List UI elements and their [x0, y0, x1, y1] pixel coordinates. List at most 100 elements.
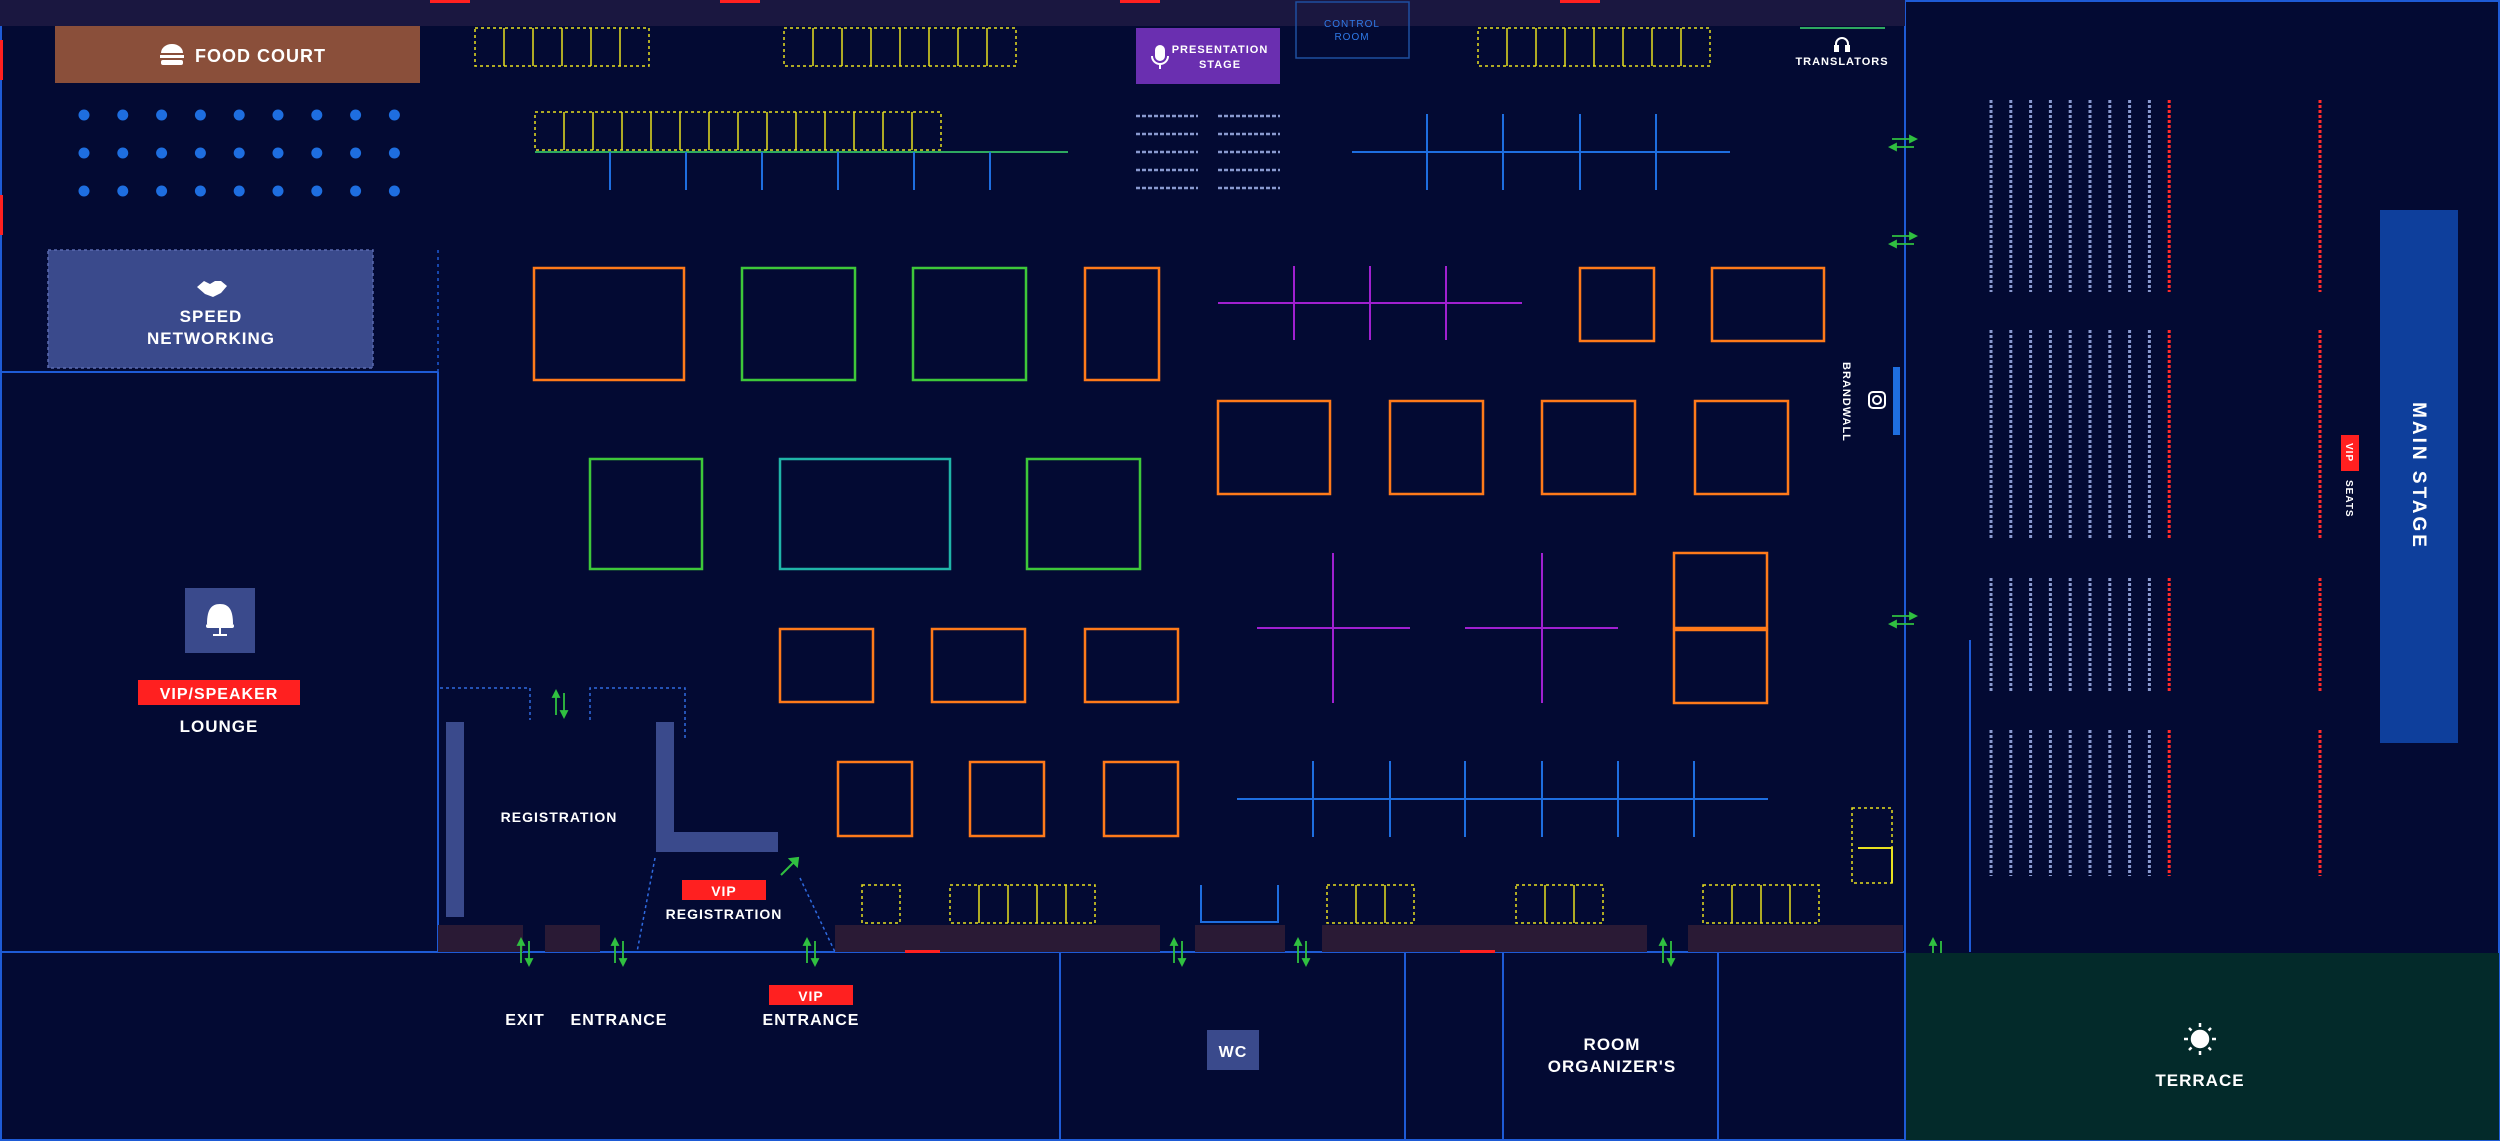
booth-dividers [1218, 114, 1768, 837]
terrace-label: TERRACE [2155, 1071, 2244, 1090]
food-court-table [388, 147, 400, 159]
vip-entrance-label: ENTRANCE [763, 1012, 860, 1029]
burger-icon [160, 44, 184, 65]
exhibition-booth [1710, 266, 1826, 343]
exhibition-booth [1672, 628, 1769, 705]
counters [474, 27, 1893, 924]
counter-side-edge [1858, 847, 1893, 883]
food-court-table [117, 147, 129, 159]
exhibition-booth [588, 457, 704, 571]
top-wall-strip [0, 0, 1905, 26]
food-court-table [156, 109, 168, 121]
counter-row [1515, 884, 1604, 924]
exhibition-booth [1025, 457, 1142, 571]
registration-walls [440, 687, 686, 738]
vip-speaker-badge [138, 680, 300, 705]
entrance-label: ENTRANCE [571, 1012, 668, 1029]
vip-registration-badge [682, 880, 766, 900]
exhibition-booth [1693, 399, 1790, 496]
counter-row [861, 884, 901, 924]
food-court-table [156, 185, 168, 197]
doors [516, 134, 1946, 968]
food-court-table [117, 109, 129, 121]
counter-row [949, 884, 1096, 924]
translators-label: TRANSLATORS [1795, 56, 1888, 68]
presentation-stage-label: PRESENTATION [1172, 44, 1269, 56]
double-arrow-icon [1293, 936, 1311, 968]
food-court-table [194, 109, 206, 121]
sun-icon [2184, 1023, 2216, 1055]
control-room-label: ROOM [1334, 32, 1369, 43]
vip-seats-badge-label: VIP [2343, 443, 2354, 462]
brandwall-label: BRANDWALL [1840, 362, 1852, 442]
exhibition-booth [1540, 399, 1637, 496]
food-court-table [117, 185, 129, 197]
vip-entrance-badge-label: VIP [798, 988, 824, 1004]
exhibition-booth [930, 627, 1027, 704]
microphone-icon [1151, 45, 1169, 69]
food-court-table [233, 109, 245, 121]
exhibition-booth [1672, 551, 1769, 630]
vip-registration-walls [636, 857, 836, 953]
main-stage-area [2380, 210, 2458, 743]
registration-desks [446, 722, 778, 917]
main-stage-label: MAIN STAGE [2408, 402, 2429, 550]
brandwall [1893, 367, 1900, 435]
exhibition-booth [836, 760, 914, 838]
vip-seats-badge [2341, 435, 2359, 471]
double-arrow-icon [802, 936, 820, 968]
headphones-icon [1834, 37, 1850, 52]
camera-icon [1868, 391, 1886, 409]
food-court-area [55, 26, 420, 83]
food-court-table [194, 147, 206, 159]
food-court-label: FOOD COURT [195, 46, 326, 66]
wc-tile [1207, 1030, 1259, 1070]
exhibition-booth [778, 457, 952, 571]
double-arrow-icon [1887, 134, 1919, 152]
exhibition-booth [740, 266, 857, 382]
registration-label: REGISTRATION [501, 809, 618, 825]
food-court-table [350, 185, 362, 197]
counter-side [1851, 807, 1893, 884]
control-room [1295, 1, 1410, 59]
exhibition-booth [968, 760, 1046, 838]
lounge-label: LOUNGE [180, 717, 259, 736]
food-court-table [233, 185, 245, 197]
exhibition-booth [778, 627, 875, 704]
exhibition-booth [1388, 399, 1485, 496]
food-court-table [311, 109, 323, 121]
food-court-table [233, 147, 245, 159]
food-court-table [388, 109, 400, 121]
double-arrow-icon [1887, 231, 1919, 249]
arrow-up-right-icon [780, 856, 800, 876]
counter-row [1326, 884, 1415, 924]
food-court-table [272, 109, 284, 121]
exhibition-booth [911, 266, 1028, 382]
double-arrow-icon [1169, 936, 1187, 968]
food-court-table [311, 185, 323, 197]
exhibition-booth [532, 266, 686, 382]
exhibition-booth [1102, 760, 1180, 838]
food-court-table [388, 185, 400, 197]
food-court-table [272, 147, 284, 159]
vip-speaker-badge-label: VIP/SPEAKER [160, 686, 279, 703]
exhibition-booth [1216, 399, 1332, 496]
double-arrow-icon [1887, 611, 1919, 629]
double-arrow-icon [1658, 936, 1676, 968]
double-arrow-icon [610, 936, 628, 968]
handshake-icon [197, 281, 227, 297]
double-arrow-icon [551, 688, 569, 720]
exhibition-booth [1578, 266, 1656, 343]
food-court-tables [78, 109, 400, 197]
room-organizers-label: ORGANIZER'S [1548, 1057, 1676, 1076]
top-wall-red-marks [0, 0, 1600, 235]
food-court-table [78, 109, 90, 121]
speed-networking-label: NETWORKING [147, 329, 275, 348]
seats-label: SEATS [2343, 480, 2354, 518]
food-court-table [350, 109, 362, 121]
food-court-table [272, 185, 284, 197]
wc-label: WC [1219, 1044, 1248, 1061]
exit-label: EXIT [505, 1012, 545, 1029]
room-organizers-label: ROOM [1584, 1035, 1641, 1054]
